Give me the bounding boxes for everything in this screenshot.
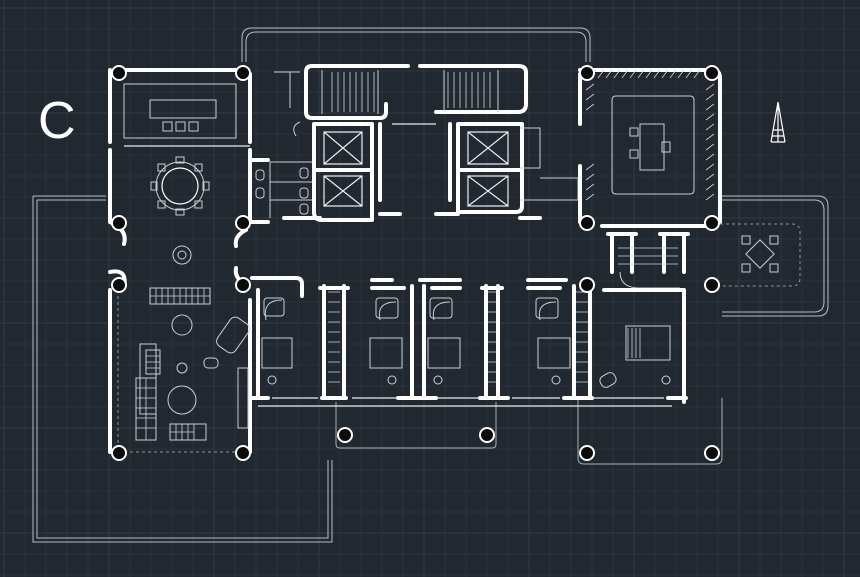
section-label: C: [38, 92, 76, 150]
west-wing: [108, 68, 254, 454]
structural-columns: [111, 65, 720, 461]
terrace-table-icon: [741, 235, 779, 273]
north-arrow-icon: [770, 101, 786, 143]
site-outline: [32, 27, 829, 543]
service-core: [248, 64, 579, 224]
guest-rooms: [250, 276, 688, 407]
